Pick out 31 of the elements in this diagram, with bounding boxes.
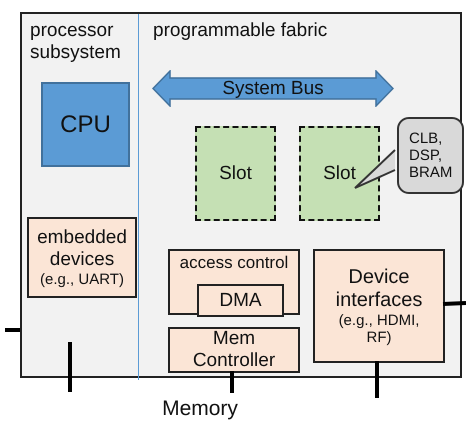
block-title: CLB, DSP, BRAM xyxy=(409,130,452,182)
block-title: access control xyxy=(180,253,288,273)
dma-block xyxy=(197,284,284,317)
slot-box xyxy=(299,126,380,221)
block-title: Mem Controller xyxy=(192,328,276,372)
region-title: processor subsystem xyxy=(30,20,122,64)
connector-line xyxy=(230,371,234,393)
block-title: CPU xyxy=(60,110,111,138)
block-title: DMA xyxy=(219,290,262,312)
controller-block xyxy=(168,327,300,373)
control-block xyxy=(168,249,300,315)
cpu-block xyxy=(41,82,130,167)
port-line xyxy=(375,361,379,398)
block-title: embedded devices xyxy=(37,227,127,271)
port-line xyxy=(442,301,466,306)
block-title: Slot xyxy=(323,162,356,184)
region-title: programmable fabric xyxy=(153,20,328,42)
interface-block xyxy=(313,249,445,363)
bus-arrow xyxy=(152,70,394,107)
block-note: (e.g., HDMI, RF) xyxy=(338,312,420,346)
callout-pointer xyxy=(354,149,396,189)
block-note: (e.g., UART) xyxy=(40,270,124,288)
port-line xyxy=(68,342,72,392)
block-title: Slot xyxy=(219,162,252,184)
port-line xyxy=(5,328,20,332)
block-title: System Bus xyxy=(222,78,324,100)
device-block xyxy=(27,217,137,298)
slot-box xyxy=(195,126,276,221)
block-title: Memory xyxy=(162,396,238,422)
board-box xyxy=(20,12,462,378)
block-title: Device interfaces xyxy=(334,266,424,312)
